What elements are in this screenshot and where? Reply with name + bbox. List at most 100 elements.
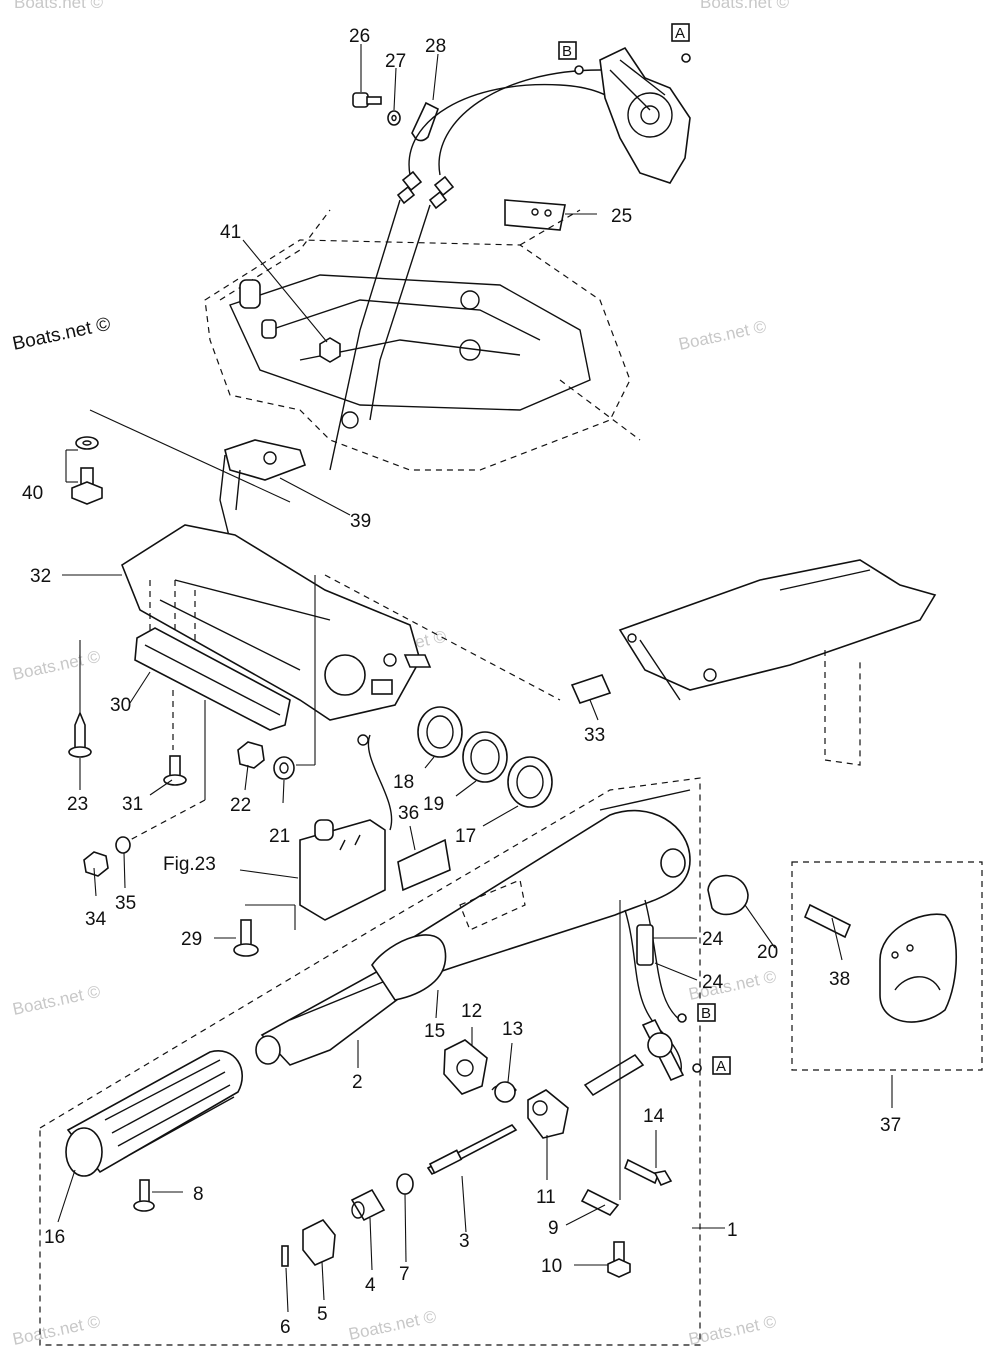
- swivel-bracket: [618, 559, 937, 766]
- wave-washer-19: [462, 731, 508, 783]
- callout-20: 20: [757, 942, 778, 963]
- connector-a-top: [671, 23, 690, 42]
- cap-20: [707, 874, 749, 916]
- callout-1: 1: [727, 1220, 738, 1241]
- spacer-4: [350, 1188, 386, 1222]
- callout-40: 40: [22, 483, 43, 504]
- connector-a-lower: [712, 1056, 731, 1075]
- nut-41: [319, 337, 341, 363]
- callout-9: 9: [548, 1218, 559, 1239]
- tiller-cables: B A: [583, 899, 731, 1097]
- washer-35: [115, 836, 131, 854]
- connector-b-lower: [697, 1003, 716, 1022]
- callout-21: 21: [269, 826, 290, 847]
- callout-29: 29: [181, 929, 202, 950]
- collar-15: [371, 934, 447, 1001]
- watermark-text: Boats.net ©: [677, 317, 769, 354]
- callout-31: 31: [122, 794, 143, 815]
- friction-nut-12: [443, 1039, 488, 1095]
- cable-band-24: [636, 924, 654, 966]
- callout-12: 12: [461, 1001, 482, 1022]
- cable-run-right: [369, 204, 431, 421]
- connector-letter: A: [675, 25, 685, 42]
- callout-8: 8: [193, 1184, 204, 1205]
- callout-32: 32: [30, 566, 51, 587]
- callout-10: 10: [541, 1256, 562, 1277]
- link-bracket-11: [527, 1089, 569, 1139]
- cable-run-left: [329, 199, 401, 471]
- cover-37: [879, 913, 957, 1023]
- callout-38: 38: [829, 969, 850, 990]
- callout-27: 27: [385, 51, 406, 72]
- callout-6: 6: [280, 1317, 291, 1338]
- callout-24-upper: 24: [702, 929, 724, 950]
- connector-letter: B: [562, 43, 572, 60]
- callout-19: 19: [423, 794, 444, 815]
- throttle-shaft-2: [255, 969, 412, 1066]
- gear-plate-30: [134, 627, 291, 731]
- callout-25: 25: [611, 206, 632, 227]
- nut-34: [83, 851, 109, 877]
- callout-30: 30: [110, 695, 131, 716]
- callout-7: 7: [399, 1264, 410, 1285]
- connector-b-top: [558, 41, 577, 60]
- cam-5: [302, 1218, 336, 1266]
- washer-27: [387, 110, 401, 126]
- callout-17: 17: [455, 826, 476, 847]
- stud-bolt-33: [570, 674, 612, 704]
- callout-18: 18: [393, 772, 414, 793]
- stop-switch-assembly: [299, 734, 451, 921]
- callout-labels: 26 27 28 25 41 40 39 32 30 33 23 31 22 1…: [22, 26, 901, 1338]
- washer-21: [273, 756, 295, 780]
- engine-bottom-cowl: [204, 209, 641, 471]
- throttle-linkage: [599, 46, 691, 184]
- washer-7: [396, 1173, 414, 1195]
- callout-33: 33: [584, 725, 605, 746]
- watermark-text: Boats.net ©: [347, 1307, 439, 1344]
- callout-34: 34: [85, 909, 107, 930]
- cable-clamp-28: [411, 101, 439, 142]
- connector-letter: A: [716, 1058, 726, 1075]
- figure-ref-label: Fig.23: [163, 854, 216, 875]
- bolt-10: [607, 1241, 631, 1278]
- callout-13: 13: [502, 1019, 523, 1040]
- bushing-18: [417, 706, 463, 758]
- callout-37: 37: [880, 1115, 901, 1136]
- callout-26: 26: [349, 26, 370, 47]
- tiller-group-boundary: [39, 777, 701, 1346]
- callout-4: 4: [365, 1275, 376, 1296]
- screw-8: [133, 1179, 155, 1212]
- callout-36: 36: [398, 803, 419, 824]
- watermark-text: Boats.net ©: [14, 0, 104, 12]
- bolt-29: [233, 919, 259, 957]
- callout-28: 28: [425, 36, 446, 57]
- callout-24-lower: 24: [702, 972, 724, 993]
- callout-5: 5: [317, 1304, 328, 1325]
- steering-bracket-32: [121, 524, 432, 721]
- cable-clamp-39: [219, 439, 307, 541]
- screw-31: [163, 755, 187, 786]
- leader-lines: [57, 44, 893, 1313]
- callout-39: 39: [350, 511, 371, 532]
- watermark-text: Boats.net ©: [700, 0, 790, 12]
- pin-6: [281, 1245, 289, 1267]
- watermark-main: Boats.net ©: [11, 314, 113, 355]
- callout-2: 2: [352, 1072, 363, 1093]
- callout-22: 22: [230, 795, 251, 816]
- callout-15: 15: [424, 1021, 445, 1042]
- connector-letter: B: [701, 1005, 711, 1022]
- watermark-text: Boats.net ©: [11, 1312, 103, 1349]
- plate-9: [580, 1188, 620, 1217]
- label-36: [397, 838, 451, 892]
- callout-14: 14: [643, 1106, 665, 1127]
- cable-assembly: B A: [329, 23, 691, 471]
- tiller-arm: [378, 789, 691, 986]
- bolt-26: [352, 92, 382, 108]
- throttle-grip-16: [65, 1050, 243, 1177]
- nut-22: [237, 741, 265, 769]
- hardware-40: [71, 436, 103, 505]
- callout-16: 16: [44, 1227, 65, 1248]
- callout-35: 35: [115, 893, 136, 914]
- callout-11: 11: [536, 1187, 556, 1208]
